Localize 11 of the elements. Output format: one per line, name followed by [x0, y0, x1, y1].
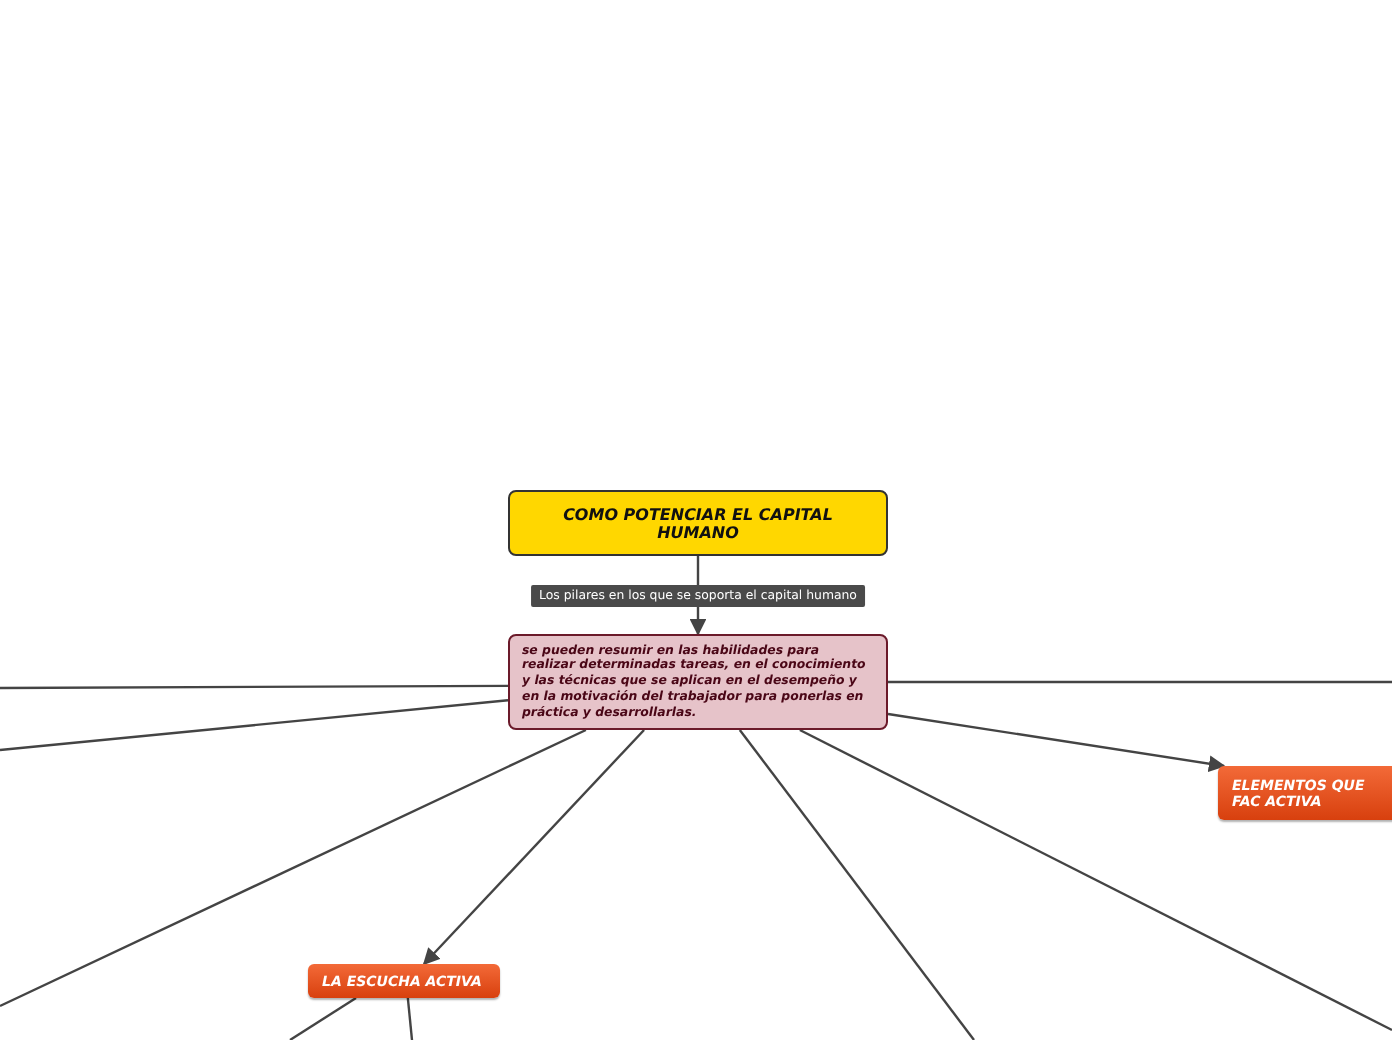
title-box: COMO POTENCIAR EL CAPITAL HUMANO [508, 490, 888, 556]
connector-line [406, 997, 414, 1040]
connector-line [887, 712, 1226, 772]
connector-line [0, 684, 508, 690]
connector-line [422, 729, 645, 966]
connector-line [0, 728, 587, 1008]
connector-line [289, 997, 357, 1040]
connector-line [799, 728, 1392, 1032]
connector-line [738, 729, 975, 1040]
connector-line [888, 680, 1392, 684]
connector-line [0, 699, 509, 752]
